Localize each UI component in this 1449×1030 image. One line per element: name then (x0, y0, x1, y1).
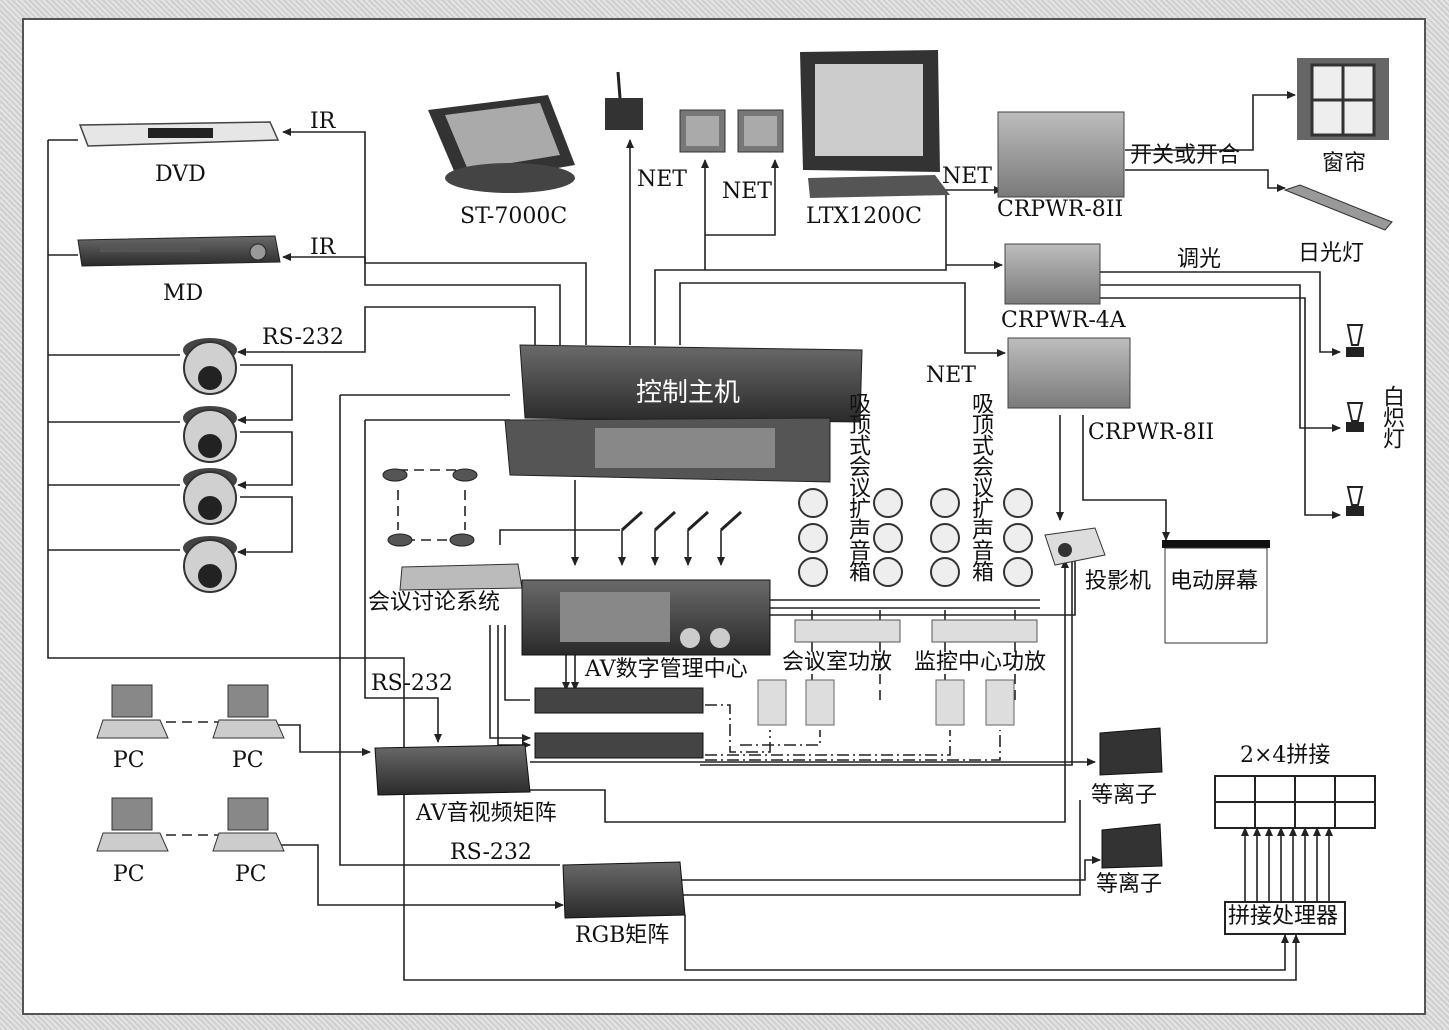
crpwr-4a-label: CRPWR-4A (1001, 308, 1126, 333)
av-matrix-label: AV音视频矩阵 (416, 801, 557, 826)
ltx1200c-touchpanel (800, 50, 950, 198)
crpwr-8ii-top-label: CRPWR-8II (997, 197, 1124, 222)
meeting-amp-label: 会议室功放 (782, 650, 893, 675)
plasma-label-1: 等离子 (1091, 783, 1158, 808)
pc-label-3: PC (113, 862, 145, 887)
fluorescent-lamp (1283, 184, 1393, 231)
crpwr-8ii-bottom (1007, 337, 1131, 409)
ir-label-2: IR (310, 235, 336, 260)
control-host-device (504, 344, 863, 483)
pc-label-2: PC (232, 748, 264, 773)
crpwr-4a (1004, 243, 1101, 305)
projector-label: 投影机 (1085, 569, 1152, 594)
ir-label-1: IR (310, 109, 336, 134)
switch-open-label: 开关或开合 (1130, 143, 1241, 168)
wireless-receiver (605, 71, 643, 130)
ceiling-speakers-right (930, 488, 1033, 587)
incandescent-lamp-2 (1346, 402, 1364, 432)
net-label-4: NET (926, 363, 976, 388)
av-center-label: AV数字管理中心 (585, 657, 748, 682)
dimming-label: 调光 (1177, 247, 1222, 272)
video-wall-2x4 (1214, 775, 1376, 829)
motorized-screen (1162, 540, 1270, 644)
monitor-center-amplifier (931, 619, 1038, 643)
fluorescent-label: 日光灯 (1298, 241, 1365, 266)
camera-2 (183, 406, 237, 463)
camera-4 (183, 536, 237, 593)
av-digital-center-device (521, 579, 771, 656)
ceiling-speakers-left (798, 488, 903, 587)
keypad-1 (679, 109, 726, 153)
rs232-camera-label: RS-232 (262, 325, 344, 350)
net-label-2: NET (722, 179, 772, 204)
rs232-rgb-label: RS-232 (450, 840, 532, 865)
pc-label-1: PC (113, 748, 145, 773)
dvd-player (78, 121, 280, 147)
pc-4 (212, 797, 285, 852)
dvd-label: DVD (155, 162, 206, 187)
camera-3 (183, 468, 237, 525)
meeting-room-amplifier (794, 619, 901, 643)
monitor-amp-label: 监控中心功放 (914, 650, 1047, 675)
curtain-label: 窗帘 (1322, 151, 1367, 176)
projector-device (1044, 527, 1106, 566)
st7000c-touchpanel (428, 95, 575, 193)
wall-speakers (757, 679, 1015, 726)
rs232-av-label: RS-232 (371, 671, 453, 696)
av-matrix-device (374, 744, 531, 796)
rgb-matrix-device (562, 861, 686, 919)
connection-lines (47, 91, 1341, 981)
md-player (77, 235, 281, 267)
pc-2 (212, 684, 285, 739)
pc-3 (96, 797, 169, 852)
curtain-window (1297, 58, 1389, 140)
incandescent-label: 白炽灯 (1379, 385, 1404, 448)
incandescent-lamp-3 (1346, 486, 1364, 516)
ceiling-speakers-label-2: 吸顶式会议扩声音箱 (968, 392, 993, 581)
discussion-system-unit (399, 563, 523, 591)
st7000c-label: ST-7000C (460, 204, 568, 229)
av-processor-units (534, 687, 704, 759)
pc-label-4: PC (235, 862, 267, 887)
crpwr-8ii-bottom-label: CRPWR-8II (1088, 420, 1215, 445)
md-label: MD (163, 281, 204, 306)
conference-mic-units (382, 468, 478, 547)
net-label-1: NET (637, 167, 687, 192)
plasma-display-1 (1099, 727, 1163, 776)
screen-label: 电动屏幕 (1170, 569, 1259, 594)
dashed-lines (150, 469, 1016, 836)
plasma-display-2 (1101, 823, 1163, 869)
dashdot-lines (705, 704, 1001, 761)
control-host-label: 控制主机 (636, 378, 741, 408)
gooseneck-mics (620, 510, 743, 532)
ceiling-speakers-label-1: 吸顶式会议扩声音箱 (845, 392, 870, 581)
ltx1200c-label: LTX1200C (806, 204, 922, 229)
splice-processor-box (1224, 901, 1346, 935)
keypad-2 (737, 109, 784, 153)
splice-processor-label: 拼接处理器 (1228, 904, 1339, 929)
incandescent-lamp-1 (1346, 324, 1364, 357)
plasma-label-2: 等离子 (1096, 872, 1163, 897)
pc-1 (96, 684, 169, 739)
discussion-system-label: 会议讨论系统 (368, 590, 501, 615)
crpwr-8ii-top (997, 111, 1125, 198)
net-label-3: NET (942, 164, 992, 189)
splice-label: 2×4拼接 (1240, 743, 1331, 768)
rgb-matrix-label: RGB矩阵 (575, 923, 670, 948)
camera-1 (183, 338, 237, 395)
